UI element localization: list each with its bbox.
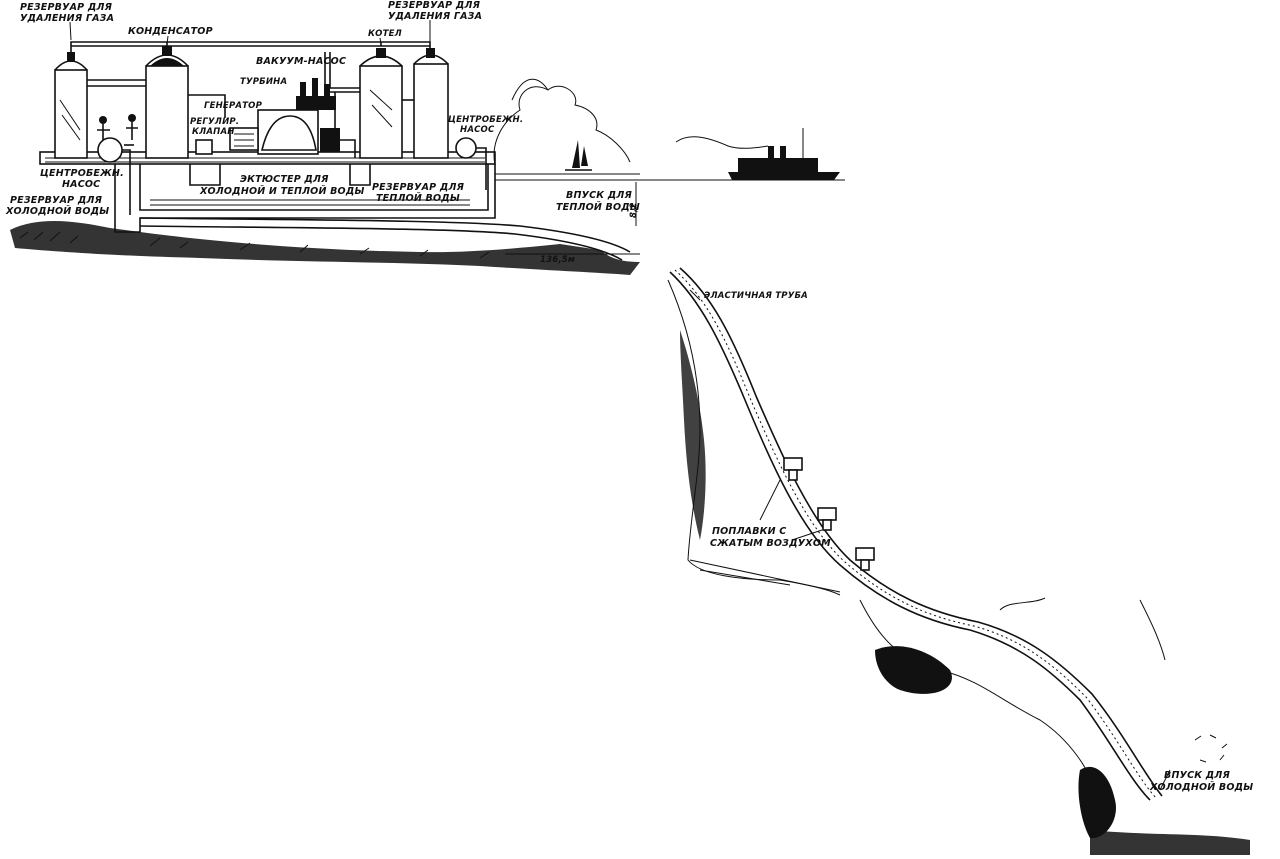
gas-tank-right	[413, 48, 449, 159]
air-floats	[759, 457, 875, 571]
label-warm-water-intake-1: ВПУСК ДЛЯ	[566, 190, 633, 201]
label-vacuum-pump: ВАКУУМ-НАСОС	[256, 56, 346, 67]
labels: РЕЗЕРВУАР ДЛЯ УДАЛЕНИЯ ГАЗА КОНДЕНСАТОР …	[5, 0, 1253, 793]
label-cold-water-tank-1: РЕЗЕРВУАР ДЛЯ	[10, 195, 103, 206]
gas-tank-left	[54, 52, 88, 159]
elastic-pipe	[669, 267, 1163, 801]
plant-foundation	[114, 164, 496, 233]
label-gas-tank-left-2: УДАЛЕНИЯ ГАЗА	[20, 13, 114, 24]
leader-lines	[69, 20, 1171, 791]
label-condenser: КОНДЕНСАТОР	[128, 26, 213, 37]
label-warm-water-tank-1: РЕЗЕРВУАР ДЛЯ	[372, 182, 465, 193]
label-warm-water-intake-2: ТЕПЛОЙ ВОДЫ	[556, 201, 640, 213]
turbine-generator	[195, 78, 340, 155]
condenser-tank	[145, 46, 189, 159]
label-boiler: КОТЕЛ	[368, 29, 402, 39]
label-cold-water-tank-2: ХОЛОДНОЙ ВОДЫ	[5, 205, 109, 217]
centrifugal-pump-left	[97, 137, 134, 215]
label-gas-tank-right-1: РЕЗЕРВУАР ДЛЯ	[388, 0, 481, 11]
label-generator: ГЕНЕРАТОР	[204, 101, 263, 111]
label-depth-mark: 8,2	[629, 202, 639, 218]
label-cold-water-intake-1: ВПУСК ДЛЯ	[1164, 770, 1231, 781]
label-gas-tank-left-1: РЕЗЕРВУАР ДЛЯ	[20, 2, 113, 13]
label-elastic-pipe: ЭЛАСТИЧНАЯ ТРУБА	[704, 291, 808, 301]
intake-pipe-shore	[139, 217, 631, 261]
centrifugal-pump-right	[455, 137, 487, 190]
label-gas-tank-right-2: УДАЛЕНИЯ ГАЗА	[388, 11, 482, 22]
label-turbine: ТУРБИНА	[240, 77, 287, 87]
seabed-cliff	[667, 279, 1250, 855]
steamship	[675, 128, 840, 180]
dimension-marks	[505, 182, 640, 255]
boiler-tank	[359, 48, 403, 159]
sailboat	[565, 140, 592, 171]
workers	[97, 114, 138, 140]
label-regulating-valve-1: РЕГУЛИР.	[190, 117, 239, 127]
label-floats-1: ПОПЛАВКИ С	[712, 526, 786, 537]
label-length-mark: 136,5м	[540, 255, 575, 265]
label-centrifugal-pump-right-1: ЦЕНТРОБЕЖН.	[448, 115, 523, 125]
label-centrifugal-pump-left-2: НАСОС	[62, 179, 100, 190]
label-ejector-1: ЭКТЮСТЕР ДЛЯ	[240, 174, 329, 185]
label-cold-water-intake-2: ХОЛОДНОЙ ВОДЫ	[1149, 781, 1253, 793]
label-centrifugal-pump-right-2: НАСОС	[460, 125, 495, 135]
label-floats-2: СЖАТЫМ ВОЗДУХОМ	[710, 538, 831, 549]
label-ejector-2: ХОЛОДНОЙ И ТЕПЛОЙ ВОДЫ	[199, 185, 365, 197]
label-centrifugal-pump-left-1: ЦЕНТРОБЕЖН.	[40, 168, 124, 179]
smoke-clouds	[493, 78, 631, 166]
label-regulating-valve-2: КЛАПАН	[192, 127, 235, 137]
fish-marks	[1194, 734, 1228, 763]
label-warm-water-tank-2: ТЕПЛОЙ ВОДЫ	[376, 192, 460, 204]
